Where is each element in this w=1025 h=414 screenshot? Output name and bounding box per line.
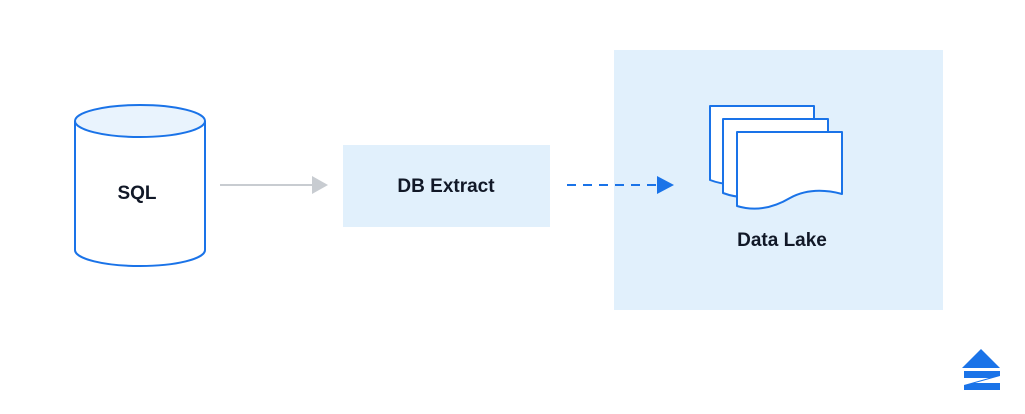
document-sheet-front <box>736 131 843 210</box>
zillow-logo-icon <box>962 349 1000 390</box>
database-cylinder-icon <box>74 104 206 267</box>
sql-to-extract-arrow <box>220 176 328 194</box>
extract-to-lake-arrow <box>567 176 674 194</box>
db-extract-label: DB Extract <box>397 176 495 197</box>
sql-label: SQL <box>117 183 157 204</box>
db-extract-box <box>343 145 550 227</box>
data-lake-label: Data Lake <box>737 230 827 251</box>
document-stack-icon <box>709 105 843 210</box>
